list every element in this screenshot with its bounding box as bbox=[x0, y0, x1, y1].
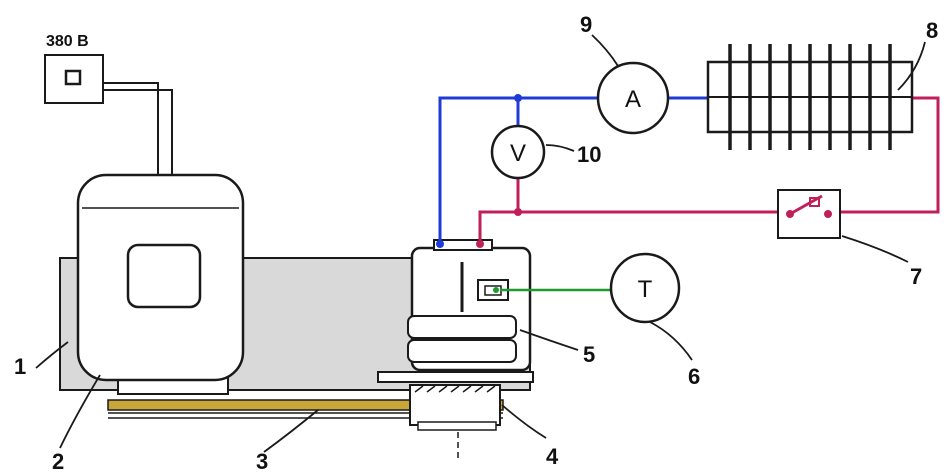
sensor-point bbox=[493, 287, 499, 293]
mounting-plate bbox=[377, 371, 534, 383]
ammeter-symbol: A bbox=[625, 86, 641, 113]
callout-3: 3 bbox=[256, 449, 268, 472]
blue-junction bbox=[514, 94, 522, 102]
callout-5: 5 bbox=[583, 342, 595, 367]
callout-4: 4 bbox=[546, 444, 559, 469]
blue-terminal bbox=[436, 240, 444, 248]
driven-pulley bbox=[409, 384, 501, 458]
electric-motor bbox=[76, 173, 245, 395]
generator-unit bbox=[407, 239, 532, 372]
leader-lines bbox=[35, 34, 926, 453]
voltmeter bbox=[490, 124, 546, 180]
voltmeter-symbol: V bbox=[510, 140, 526, 167]
thermometer bbox=[609, 252, 681, 324]
callout-7: 7 bbox=[910, 264, 922, 289]
blue-wire bbox=[438, 96, 708, 242]
callout-1: 1 bbox=[14, 354, 26, 379]
power-supply-box bbox=[44, 54, 104, 104]
supply-voltage-label: 380 В bbox=[46, 33, 89, 50]
callout-2: 2 bbox=[52, 449, 64, 472]
switch bbox=[777, 189, 841, 239]
red-terminal bbox=[476, 240, 484, 248]
thermometer-symbol: T bbox=[638, 276, 653, 303]
callout-6: 6 bbox=[688, 364, 700, 389]
ammeter bbox=[596, 61, 670, 135]
load-resistor bbox=[706, 44, 914, 150]
callout-10: 10 bbox=[577, 142, 601, 167]
callout-8: 8 bbox=[926, 18, 938, 43]
callout-9: 9 bbox=[580, 12, 592, 37]
red-junction bbox=[514, 208, 522, 216]
